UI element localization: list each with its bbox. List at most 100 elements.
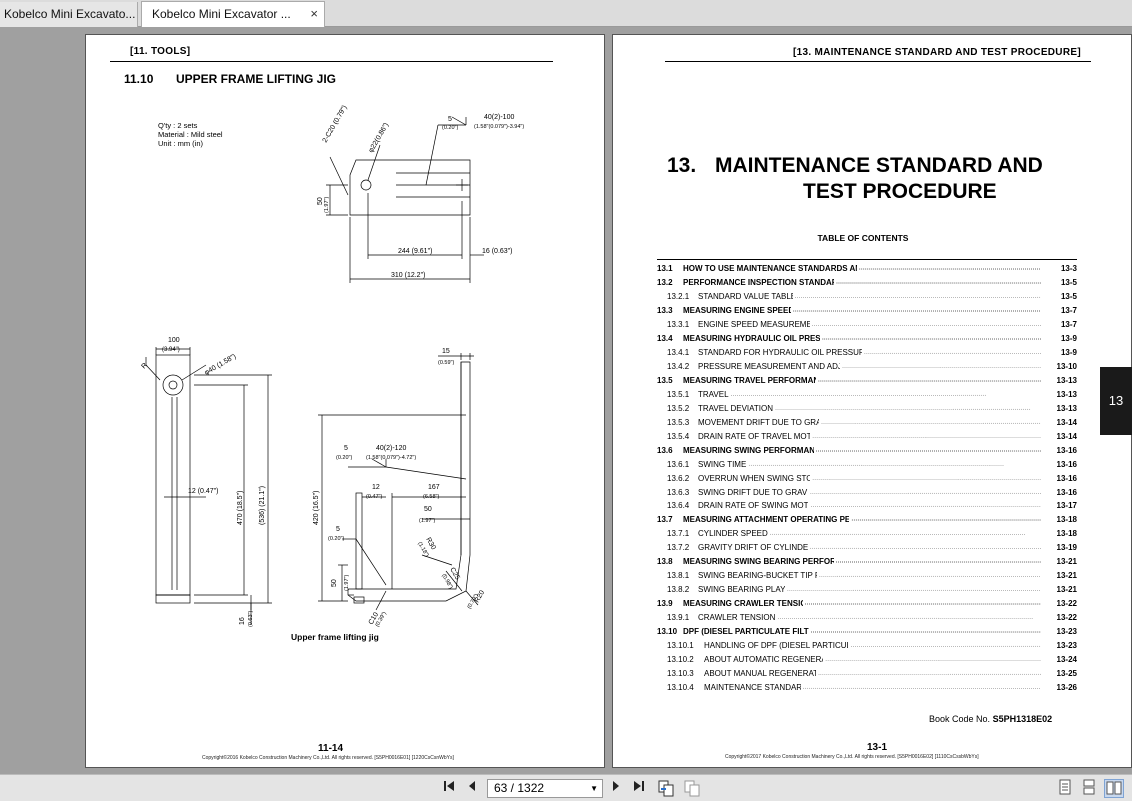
chapter-title-line-2: TEST PROCEDURE xyxy=(803,180,997,203)
toc-page: 13-14 xyxy=(1056,417,1077,427)
close-icon[interactable]: × xyxy=(310,6,318,21)
toc-leader xyxy=(816,444,1041,458)
toc-leader xyxy=(810,499,1041,513)
continuous-view-icon[interactable] xyxy=(1080,779,1098,798)
toc-label: CRAWLER TENSION xyxy=(698,613,776,623)
toc-label: OVERRUN WHEN SWING STOPS xyxy=(698,473,810,483)
toc-label: SWING BEARING PLAY xyxy=(698,585,785,595)
toc-page: 13-7 xyxy=(1060,319,1077,329)
dim-16: 16 (0.63") xyxy=(482,248,513,255)
toc-row[interactable]: 13.8.2 SWING BEARING PLAY 13-21 xyxy=(657,583,1077,597)
dim-40-120: 40(2)-120 xyxy=(376,445,406,452)
toc-page: 13-25 xyxy=(1056,669,1077,679)
dim-244: 244 (9.61") xyxy=(398,248,432,255)
page-number-input[interactable]: 63 / 1322 ▼ xyxy=(487,779,603,798)
dim-5c: 5 xyxy=(336,526,340,533)
toc-page: 13-5 xyxy=(1060,277,1077,287)
toc-label: TRAVEL xyxy=(698,389,729,399)
toc-number: 13.8 xyxy=(657,557,673,567)
tab-document-2[interactable]: Kobelco Mini Excavator ... × xyxy=(141,1,325,28)
toc-page: 13-16 xyxy=(1056,487,1077,497)
toc-page: 13-26 xyxy=(1056,683,1077,693)
book-code-label: Book Code No. xyxy=(929,714,991,724)
toc-leader xyxy=(731,388,1041,402)
toc-page: 13-18 xyxy=(1056,529,1077,539)
tab-document-1[interactable]: Kobelco Mini Excavato... xyxy=(0,2,138,27)
dim-16b-in: (0.63") xyxy=(248,611,254,627)
header-rule xyxy=(665,61,1091,62)
toc-leader xyxy=(836,276,1041,290)
toc-label: CYLINDER SPEED xyxy=(698,529,768,539)
chevron-down-icon[interactable]: ▼ xyxy=(590,784,598,793)
go-forward-icon[interactable] xyxy=(682,779,702,798)
toc-label: STANDARD VALUE TABLE xyxy=(698,291,793,301)
section-title: UPPER FRAME LIFTING JIG xyxy=(176,72,337,86)
first-page-icon[interactable] xyxy=(440,779,458,798)
toc-rule xyxy=(657,259,1077,260)
last-page-icon[interactable] xyxy=(630,779,648,798)
toc-label: HANDLING OF DPF (DIESEL PARTICULATE FILT… xyxy=(704,641,848,651)
toc-label: MEASURING TRAVEL PERFORMANCES xyxy=(683,375,816,385)
document-viewer[interactable]: [11. TOOLS] 11.10 UPPER FRAME LIFTING JI… xyxy=(0,27,1132,774)
next-page-icon[interactable] xyxy=(608,779,624,798)
dim-50b-in: (1.97") xyxy=(419,518,435,524)
dim-12b-in: (0.47") xyxy=(366,494,382,500)
toc-page: 13-13 xyxy=(1056,389,1077,399)
toc-page: 13-16 xyxy=(1056,445,1077,455)
facing-pages-view-icon[interactable] xyxy=(1104,779,1124,798)
dim-50-in: (1.97") xyxy=(324,197,330,213)
navigation-toolbar: 63 / 1322 ▼ xyxy=(0,774,1132,801)
page-number: 13-1 xyxy=(867,742,888,753)
toc-number: 13.5.4 xyxy=(667,431,690,441)
header-rule xyxy=(110,61,553,62)
dim-50c: 50 xyxy=(331,579,338,587)
dim-167-in: (6.58") xyxy=(423,494,439,500)
toc-page: 13-13 xyxy=(1056,375,1077,385)
toc-row[interactable]: 13.5.1TRAVEL13-13 xyxy=(657,388,1077,402)
go-back-icon[interactable] xyxy=(656,779,676,798)
dim-5a-in: (0.20") xyxy=(442,125,458,131)
dim-15-in: (0.59") xyxy=(438,360,454,366)
toc-number: 13.3.1 xyxy=(667,319,690,329)
toc-number: 13.8.2 xyxy=(667,585,690,595)
note-material: Material : Mild steel xyxy=(158,130,223,139)
toc-label: SWING DRIFT DUE TO GRAVITY xyxy=(698,487,808,497)
toc-number: 13.7.2 xyxy=(667,543,690,553)
single-page-view-icon[interactable] xyxy=(1056,779,1074,798)
toc-number: 13.8.1 xyxy=(667,571,690,581)
dim-50b: 50 xyxy=(424,506,432,513)
toc-leader xyxy=(825,653,1041,667)
toc-page: 13-21 xyxy=(1056,585,1077,595)
previous-page-icon[interactable] xyxy=(464,779,480,798)
toc-number: 13.9.1 xyxy=(667,613,690,623)
